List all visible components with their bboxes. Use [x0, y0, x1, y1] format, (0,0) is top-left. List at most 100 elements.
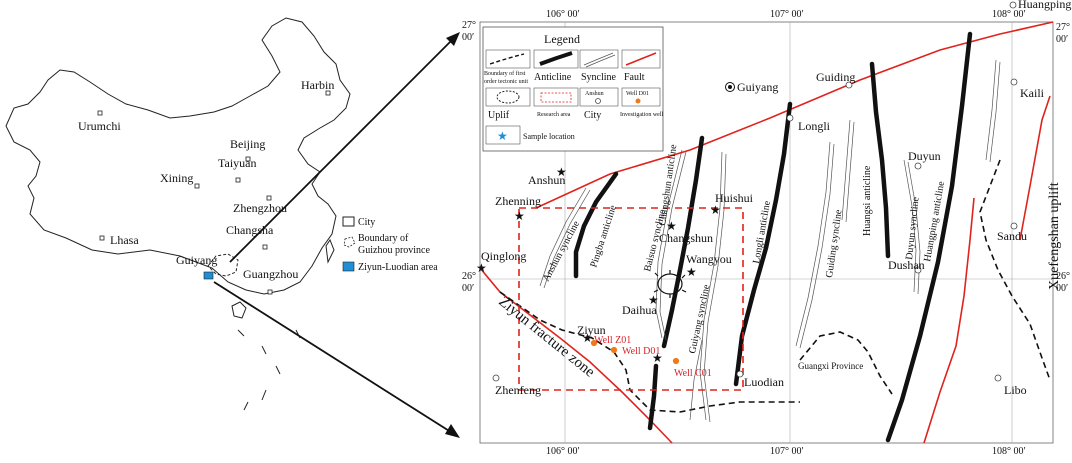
anshun-syncline-b: [543, 189, 591, 289]
faults: [479, 21, 1054, 444]
svg-text:Boundary of: Boundary of: [358, 233, 409, 244]
boundary-south: [499, 291, 800, 413]
changshun-anticline: [661, 135, 705, 349]
label-xuefengshan-uplift: Xuefengshan uplift: [1047, 182, 1062, 290]
detail-map: 106° 00′ 107° 00′ 108° 00′ 106° 00′ 107°…: [462, 0, 1071, 457]
guangxi-province-label: Guangxi Province: [798, 361, 863, 371]
sample-star-changshun: ★: [666, 219, 677, 233]
eastern-fault-1: [923, 197, 975, 444]
svg-text:27°: 27°: [1056, 22, 1070, 33]
arrowhead-bottom: [445, 424, 460, 438]
map-frame: [479, 21, 1054, 444]
guiding-syncline-a: [795, 141, 831, 347]
svg-text:107° 00′: 107° 00′: [770, 9, 804, 20]
svg-text:27°: 27°: [462, 20, 476, 31]
hainan-island: [231, 301, 247, 319]
china-city-lhasa: Lhasa: [110, 233, 139, 247]
coordinate-labels: 106° 00′ 107° 00′ 108° 00′ 106° 00′ 107°…: [462, 9, 1070, 457]
guiding-syncline-b: [799, 143, 835, 349]
legend-title: Legend: [544, 32, 580, 46]
taiwan-island: [325, 238, 335, 264]
china-city-taiyuan: Taiyuan: [218, 156, 256, 170]
china-map: Harbin Urumchi Beijing Taiyuan Xining Zh…: [5, 17, 438, 411]
syncline-misc-a: [841, 119, 851, 221]
china-city-beijing: Beijing: [230, 137, 265, 151]
svg-text:108° 00′: 108° 00′: [992, 446, 1026, 457]
svg-text:order tectonic unit: order tectonic unit: [484, 79, 528, 85]
china-city-changsha: Changsha: [226, 223, 274, 237]
well-c01-marker: [672, 357, 680, 365]
pingba-anticline: [573, 171, 619, 279]
china-city-zhengzhou: Zhengzhou: [233, 201, 287, 215]
svg-text:107° 00′: 107° 00′: [770, 446, 804, 457]
city-longli: Longli: [798, 119, 831, 133]
svg-text:Guizhou province: Guizhou province: [358, 245, 430, 256]
city-ziyun: Ziyun: [577, 323, 606, 337]
south-sea-islands: [237, 329, 301, 411]
city-zhenning: Zhenning: [495, 194, 541, 208]
synclines: [539, 59, 1001, 423]
china-city-guiyang: Guiyang: [176, 253, 217, 267]
eastern-fault-2: [1019, 95, 1051, 241]
svg-text:City: City: [358, 217, 375, 228]
syncline-east-b: [989, 61, 1001, 163]
city-guiyang: Guiyang: [737, 80, 778, 94]
sample-locations: ★ ★ ★ ★ ★ ★ ★ ★ ★: [476, 165, 721, 365]
svg-text:Sample location: Sample location: [523, 132, 575, 141]
city-luodian: Luodian: [744, 375, 784, 389]
svg-text:Well D01: Well D01: [626, 91, 649, 97]
zoom-arrows: [213, 35, 457, 435]
city-daihua: Daihua: [622, 303, 657, 317]
city-libo: Libo: [1004, 383, 1027, 397]
city-huishui: Huishui: [715, 191, 754, 205]
baisuo-syncline-b: [659, 151, 687, 341]
city-anshun: Anshun: [528, 173, 565, 187]
sample-star-daihua: ★: [648, 293, 659, 307]
well-d01-marker: [610, 346, 618, 354]
svg-text:Uplif: Uplif: [488, 110, 510, 121]
svg-text:00′: 00′: [462, 32, 474, 43]
well-z01-marker: [590, 339, 598, 347]
guiyang-syncline-a: [699, 151, 723, 421]
svg-text:00′: 00′: [1056, 283, 1068, 294]
tectonic-boundaries: [499, 159, 1051, 413]
well-d01-label: Well D01: [622, 346, 660, 357]
svg-text:Ziyun-Luodian area: Ziyun-Luodian area: [358, 262, 438, 273]
research-area: [518, 207, 744, 391]
city-sandu: Sandu: [997, 229, 1027, 243]
syncline-west-a: [689, 339, 703, 421]
svg-text:00′: 00′: [1056, 34, 1068, 45]
guiyang-capital-marker: [725, 82, 735, 92]
syncline-east-a: [985, 59, 997, 161]
city-markers: [492, 1, 1018, 382]
svg-text:106° 00′: 106° 00′: [546, 9, 580, 20]
sample-star-wangyou: ★: [686, 265, 697, 279]
boundary-guangxi: [799, 331, 893, 395]
investigation-wells: [590, 339, 680, 365]
svg-text:Research area: Research area: [537, 112, 571, 118]
city-qinglong: Qinglong: [481, 249, 526, 263]
guizhou-boundary: [207, 253, 239, 277]
ziyun-fault: [479, 267, 673, 444]
china-city-urumchi: Urumchi: [78, 119, 121, 133]
label-changshun-anticline: Changshun anticline: [657, 143, 679, 226]
label-huangsi-anticline: Huangsi anticline: [862, 165, 873, 236]
svg-text:106° 00′: 106° 00′: [546, 446, 580, 457]
city-guiding: Guiding: [816, 70, 855, 84]
svg-text:108° 00′: 108° 00′: [992, 9, 1026, 20]
well-c01-label: Well C01: [674, 368, 712, 379]
arrowhead-top: [446, 32, 460, 46]
ziyun-luodian-marker: [203, 271, 214, 280]
sample-star-anshun: ★: [556, 165, 567, 179]
svg-text:City: City: [584, 110, 601, 121]
svg-text:Fault: Fault: [624, 72, 645, 83]
label-pingba-anticline: Pingba anticline: [588, 203, 619, 268]
china-city-markers: [97, 90, 331, 295]
city-changshun: Changshun: [659, 231, 713, 245]
sample-star-qinglong: ★: [476, 261, 487, 275]
label-guiding-syncline: Guiding syncline: [824, 208, 845, 278]
anshun-syncline-a: [539, 187, 587, 287]
boundary-east: [979, 159, 1051, 381]
longli-anticline: [733, 101, 793, 387]
